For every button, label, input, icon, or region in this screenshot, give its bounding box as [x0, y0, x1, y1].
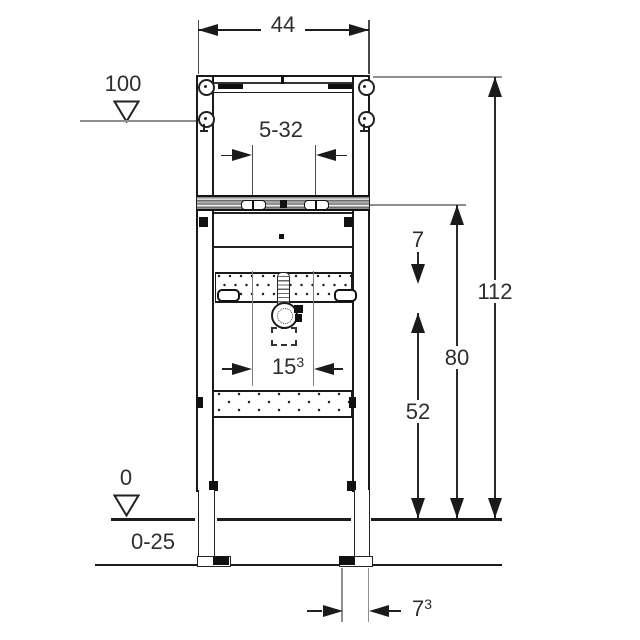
band-clamp-right: [349, 397, 356, 408]
dim-80-arrow-up-icon: [450, 205, 464, 225]
level-100-label: 100: [104, 71, 142, 96]
dim-52-arrow-up-icon: [411, 313, 425, 333]
dim-112-arrow-down-icon: [488, 498, 502, 518]
leg-left: [198, 490, 215, 558]
screw-tail: [363, 124, 365, 132]
dim-15-extension-right: [312, 271, 314, 386]
dim-5-32-shaft-left: [221, 154, 234, 157]
dim-7-foot-arrow-left-icon: [322, 604, 343, 617]
foot-plate-right-sole: [339, 556, 355, 565]
traverse-clip-left: [218, 84, 243, 89]
rail-center-block: [280, 200, 287, 208]
crossbar-bracket-right: [344, 217, 353, 227]
dim-52-label: 52: [401, 400, 435, 423]
dim-7-offset-arrow-down-icon: [411, 264, 425, 284]
drain-clamp: [295, 314, 302, 322]
dim-44-arrow-left-icon: [198, 23, 218, 36]
dim-112-label: 112: [475, 280, 515, 303]
screw-icon: [198, 111, 215, 128]
dim-80-label: 80: [440, 346, 474, 369]
leg-clamp-right: [347, 481, 356, 491]
dim-44-extension-left: [197, 20, 199, 74]
dim-7-offset-label: 7: [411, 227, 425, 252]
frame-upright-left: [196, 75, 214, 492]
datum-level-icon: [113, 100, 140, 123]
dim-5-32-extension-left: [251, 145, 253, 195]
dim-7-foot-shaft-right: [387, 610, 401, 612]
dim-15-arrow-right-icon: [314, 362, 334, 375]
crossbar-bottom-line: [213, 246, 352, 248]
dim-5-32-arrow-right-icon: [316, 149, 336, 161]
dim-7-foot-label-sup: 3: [424, 596, 433, 612]
dim-15-label-sup: 3: [296, 354, 305, 370]
dim-7-foot-label: 73: [399, 597, 445, 620]
crossbar-top-line: [213, 212, 352, 214]
plate-slot-right: [334, 289, 357, 302]
lower-mounting-band: [213, 390, 352, 418]
screw-icon: [357, 79, 375, 96]
dim-15-label: 153: [260, 355, 316, 378]
dim-7-foot-shaft-left: [307, 610, 322, 612]
leg-clamp-left: [209, 481, 218, 491]
dim-44-label: 44: [261, 13, 305, 36]
dim-5-32-label: 5-32: [258, 117, 304, 142]
dim-7-foot-label-base: 7: [411, 596, 425, 621]
dim-44-arrow-right-icon: [349, 23, 369, 36]
water-supply-fitting: [277, 272, 290, 305]
leader-line-drain: [298, 313, 428, 315]
drain-socket-inner-ring: [276, 307, 293, 324]
dim-80-arrow-down-icon: [450, 498, 464, 518]
dim-112-extension-top: [373, 76, 502, 78]
center-mark: [281, 75, 284, 84]
band-clamp-left: [196, 397, 203, 408]
screw-tail-foot: [360, 130, 368, 132]
dim-15-label-base: 15: [271, 354, 297, 379]
dim-5-32-shaft-right: [334, 154, 347, 157]
crossbar-center-dot: [279, 234, 284, 239]
traverse-clip-right: [328, 84, 353, 89]
leader-line-rail: [370, 204, 466, 206]
raw-floor-line: [95, 563, 502, 566]
screw-tail-foot: [200, 130, 208, 132]
dim-15-shaft-right: [332, 368, 343, 370]
level-0-label: 0: [119, 465, 133, 490]
drain-clamp: [294, 305, 303, 313]
dim-5-32-arrow-left-icon: [232, 149, 252, 161]
dim-7-offset-stem: [417, 252, 419, 266]
dim-7-foot-extension-left: [341, 568, 343, 622]
dim-7-foot-extension-right: [367, 568, 369, 622]
dim-15-shaft-left: [222, 368, 233, 370]
leg-right: [353, 490, 370, 558]
screw-tail: [203, 124, 205, 132]
dim-15-extension-left: [251, 271, 253, 386]
rail-slot-right: [304, 199, 329, 210]
datum-level-icon: [113, 494, 140, 517]
zero-level-line-right: [371, 517, 502, 521]
screw-icon: [357, 111, 375, 128]
dim-52-arrow-down-icon: [411, 498, 425, 518]
dim-7-foot-arrow-right-icon: [369, 604, 389, 617]
dim-5-32-extension-right: [314, 145, 316, 195]
dim-112-arrow-up-icon: [488, 77, 502, 97]
plate-slot-left: [217, 289, 240, 302]
screw-icon: [198, 79, 215, 96]
rail-slot-left: [241, 199, 266, 210]
crossbar-bracket-left: [199, 217, 208, 227]
foot-plate-left-sole: [213, 556, 229, 565]
zero-level-line-middle: [217, 517, 351, 521]
floor-range-label: 0-25: [130, 529, 176, 554]
outlet-dashed-box: [271, 327, 297, 346]
zero-level-line-left: [111, 517, 195, 521]
dim-44-extension-right: [368, 20, 370, 74]
dim-15-arrow-left-icon: [231, 362, 252, 375]
level-100-line: [80, 120, 196, 122]
